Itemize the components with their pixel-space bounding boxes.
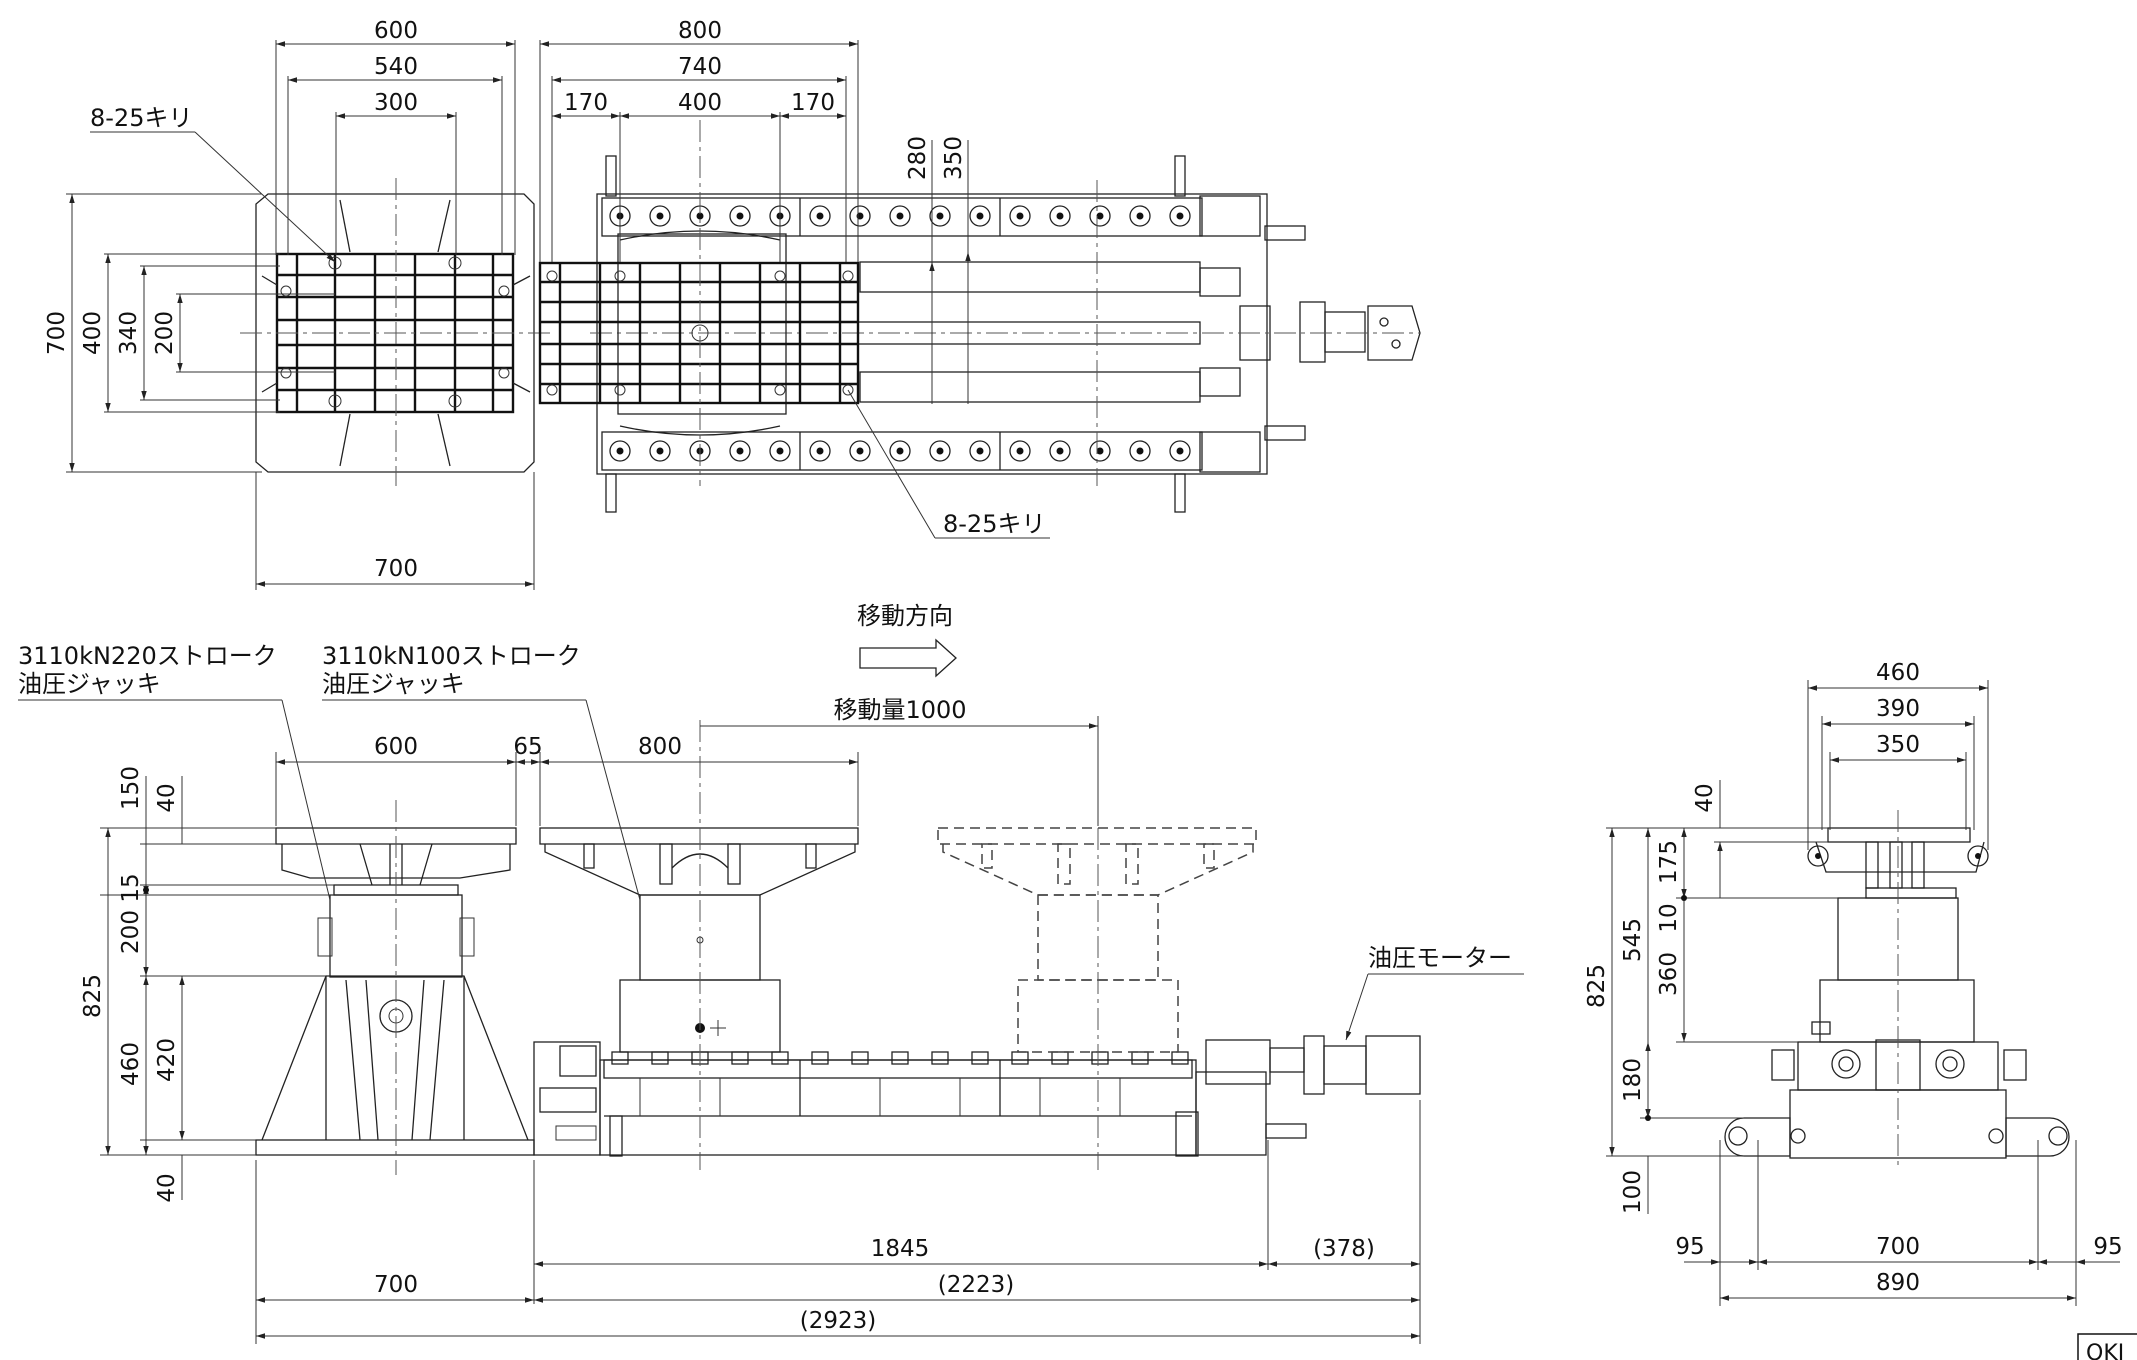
side-view bbox=[255, 720, 1421, 1175]
dim-travel-1000: 移動量1000 bbox=[833, 696, 966, 724]
dim-end-10: 10 bbox=[1656, 903, 1682, 932]
corner-stamp-box bbox=[2077, 1333, 2137, 1360]
dim-top-280: 280 bbox=[905, 136, 931, 180]
dim-end-460: 460 bbox=[1876, 660, 1920, 686]
dim-end-825: 825 bbox=[1584, 964, 1610, 1008]
dim-top-700-bottom: 700 bbox=[374, 556, 418, 582]
dim-end-95-left: 95 bbox=[1675, 1234, 1704, 1260]
dim-end-390: 390 bbox=[1876, 696, 1920, 722]
dim-bottom-700: 700 bbox=[374, 1272, 418, 1298]
jack-100-label-line1: 3110kN100ストローク bbox=[322, 642, 581, 670]
dim-end-175: 175 bbox=[1656, 840, 1682, 884]
jack-220-label-line1: 3110kN220ストローク bbox=[18, 642, 277, 670]
dim-end-95-right: 95 bbox=[2093, 1234, 2122, 1260]
plan-view bbox=[240, 120, 1421, 513]
dim-bottom-2223: (2223) bbox=[938, 1272, 1014, 1298]
plan-dimensions: 600 540 300 800 740 170 400 170 280 350 … bbox=[44, 18, 1050, 590]
end-view bbox=[1724, 810, 2070, 1170]
motor-label: 油圧モーター bbox=[1368, 944, 1512, 972]
dim-top-700-vertical: 700 bbox=[44, 311, 70, 355]
dim-side-65: 65 bbox=[513, 734, 542, 760]
dim-end-360: 360 bbox=[1656, 952, 1682, 996]
dim-top-200-vertical: 200 bbox=[152, 311, 178, 355]
direction-label: 移動方向 bbox=[857, 602, 953, 630]
dim-side-15: 15 bbox=[118, 873, 144, 902]
dim-top-600: 600 bbox=[374, 18, 418, 44]
dim-bottom-1845: 1845 bbox=[871, 1236, 930, 1262]
dim-bottom-2923: (2923) bbox=[800, 1308, 876, 1334]
dim-side-150: 150 bbox=[118, 766, 144, 810]
dim-side-200: 200 bbox=[118, 910, 144, 954]
dim-top-540: 540 bbox=[374, 54, 418, 80]
dim-side-825: 825 bbox=[80, 974, 106, 1018]
dim-side-420: 420 bbox=[154, 1038, 180, 1082]
dim-bottom-378: (378) bbox=[1313, 1236, 1375, 1262]
rail-bolts bbox=[609, 205, 1191, 462]
dim-end-545: 545 bbox=[1620, 918, 1646, 962]
dim-top-300: 300 bbox=[374, 90, 418, 116]
direction-arrow-icon bbox=[859, 638, 957, 678]
jack-100-label-line2: 油圧ジャッキ bbox=[322, 670, 465, 698]
end-dimensions: 460 390 350 40 175 10 545 360 825 180 10… bbox=[1584, 660, 2123, 1306]
dim-top-350: 350 bbox=[941, 136, 967, 180]
dim-side-800: 800 bbox=[638, 734, 682, 760]
dim-side-460: 460 bbox=[118, 1042, 144, 1086]
dim-top-800: 800 bbox=[678, 18, 722, 44]
dim-side-600: 600 bbox=[374, 734, 418, 760]
hole-note-left: 8-25キリ bbox=[90, 104, 192, 132]
corner-stamp-text: OKI bbox=[2086, 1341, 2124, 1360]
jack-220-label-line2: 油圧ジャッキ bbox=[18, 670, 161, 698]
dim-top-400-vertical: 400 bbox=[80, 311, 106, 355]
dim-side-40-bottom: 40 bbox=[154, 1173, 180, 1202]
dim-top-170-right: 170 bbox=[791, 90, 835, 116]
dim-end-890: 890 bbox=[1876, 1270, 1920, 1296]
dim-top-340-vertical: 340 bbox=[116, 311, 142, 355]
dim-end-180: 180 bbox=[1620, 1058, 1646, 1102]
dim-top-400: 400 bbox=[678, 90, 722, 116]
dim-end-100: 100 bbox=[1620, 1170, 1646, 1214]
dim-side-40-top: 40 bbox=[154, 783, 180, 812]
dim-end-700: 700 bbox=[1876, 1234, 1920, 1260]
dim-top-740: 740 bbox=[678, 54, 722, 80]
hole-note-right: 8-25キリ bbox=[943, 510, 1045, 538]
side-dimensions: 600 65 800 移動量1000 移動方向 150 40 15 200 42… bbox=[18, 602, 1524, 1344]
dim-end-350: 350 bbox=[1876, 732, 1920, 758]
dim-top-170-left: 170 bbox=[564, 90, 608, 116]
dim-end-40: 40 bbox=[1692, 783, 1718, 812]
